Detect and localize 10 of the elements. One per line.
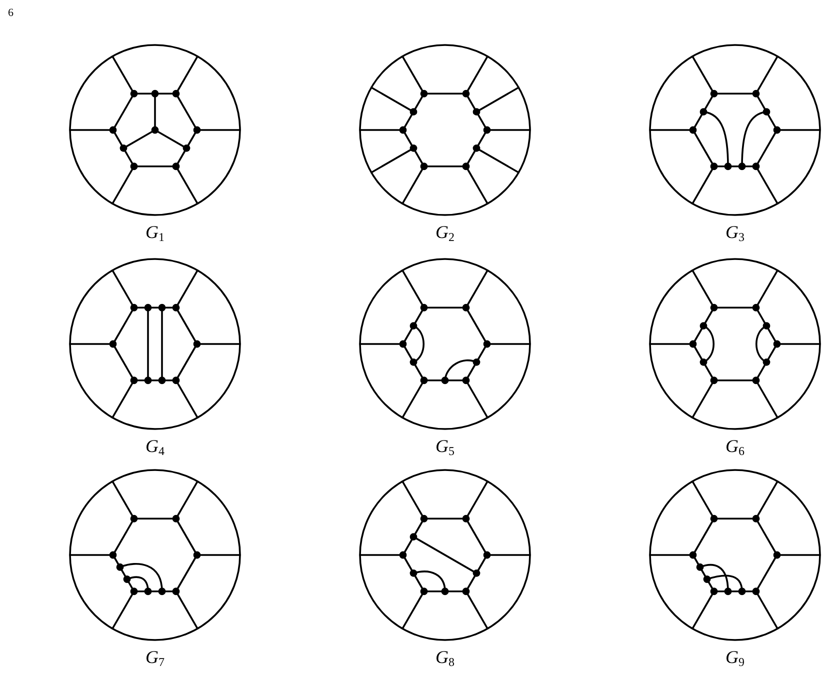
graph-caption: G$_{6}$: [726, 437, 744, 455]
graph-caption: G$_{3}$: [726, 223, 744, 241]
graph-caption: G$_{2}$: [436, 223, 454, 241]
graph-caption: G$_{5}$: [436, 437, 454, 455]
graph-caption: G$_{8}$: [436, 648, 454, 666]
graph-caption: G$_{1}$: [146, 223, 164, 241]
graph-caption: G$_{4}$: [146, 437, 164, 455]
page-number: 6: [8, 8, 14, 19]
graph-caption: G$_{9}$: [726, 648, 744, 666]
graph-caption: G$_{7}$: [146, 648, 164, 666]
